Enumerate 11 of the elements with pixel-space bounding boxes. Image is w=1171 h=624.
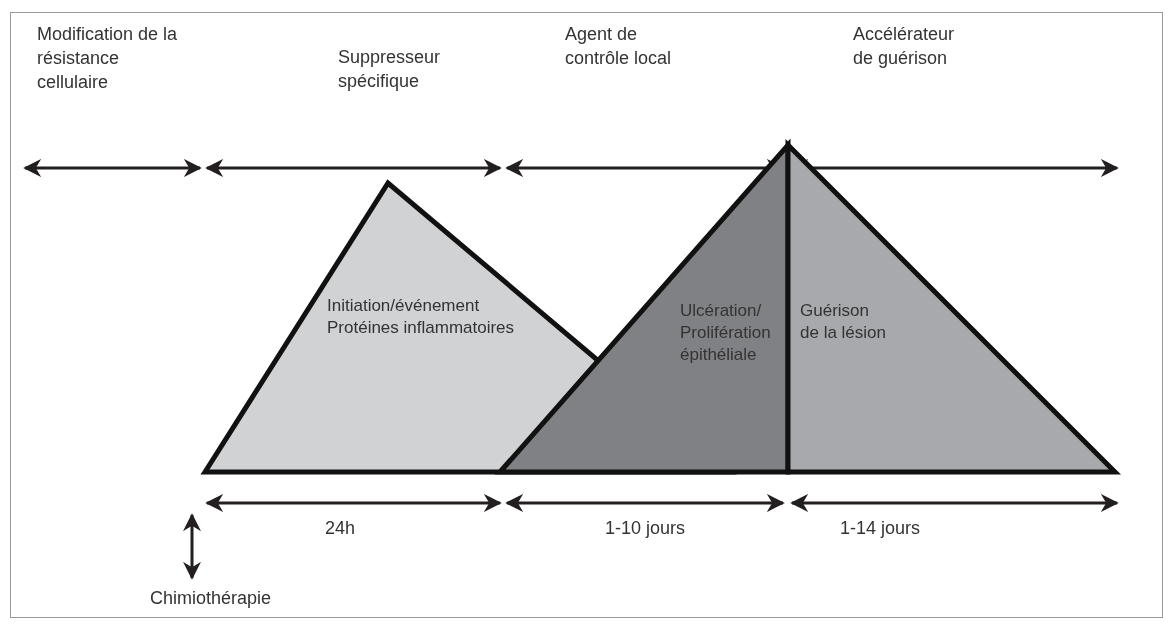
duration-label: 24h	[323, 517, 356, 540]
treatment-label: Chimiothérapie	[150, 587, 273, 610]
role-label: Agent de contrôle local	[565, 23, 673, 70]
role-label: Modification de la résistance cellulaire	[37, 23, 179, 94]
duration-label: 1-14 jours	[838, 517, 921, 540]
role-label: Suppresseur spécifique	[338, 46, 442, 93]
phase-label: Guérison de la lésion	[800, 300, 887, 344]
duration-label: 1-10 jours	[603, 517, 686, 540]
phase-label: Initiation/événement Protéines inflammatoires	[327, 295, 516, 339]
role-label: Accélérateur de guérison	[853, 23, 956, 70]
phase-label: Ulcération/ Prolifération épithéliale	[680, 300, 772, 366]
